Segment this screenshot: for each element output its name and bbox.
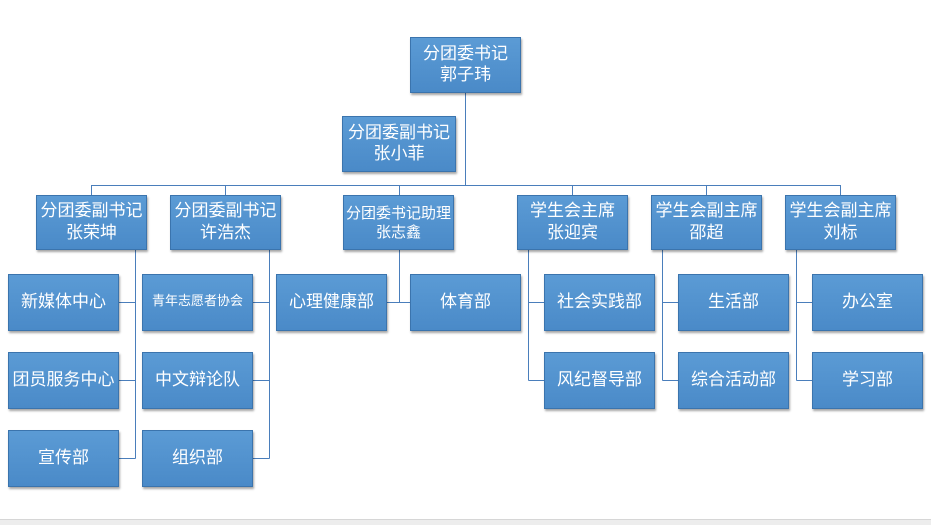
department-label: 中文辩论队 <box>155 369 240 390</box>
department-box: 新媒体中心 <box>8 274 119 331</box>
column-head-title: 分团委副书记 <box>40 201 143 222</box>
column-head-box: 学生会主席 张迎宾 <box>517 195 628 250</box>
department-label: 体育部 <box>440 291 491 312</box>
department-label: 社会实践部 <box>557 291 642 312</box>
column-head-title: 分团委书记助理 <box>345 203 451 222</box>
department-label: 新媒体中心 <box>21 291 106 312</box>
department-label: 学习部 <box>842 369 893 390</box>
column-head-name: 刘标 <box>823 222 858 243</box>
department-box: 综合活动部 <box>678 352 789 409</box>
column-head-title: 学生会副主席 <box>655 201 758 222</box>
column-head-box: 学生会副主席 邵超 <box>651 195 762 250</box>
deputy-main-title: 分团委副书记 <box>348 122 450 143</box>
department-box: 生活部 <box>678 274 789 331</box>
column-head-box: 分团委副书记 许浩杰 <box>170 195 281 250</box>
deputy-main-box: 分团委副书记 张小菲 <box>342 116 456 172</box>
department-box: 心理健康部 <box>276 274 387 331</box>
department-label: 团员服务中心 <box>12 369 115 390</box>
column-head-title: 学生会主席 <box>530 201 615 222</box>
secretary-name: 郭子玮 <box>440 65 491 85</box>
column-head-name: 张迎宾 <box>547 222 598 243</box>
department-label: 青年志愿者协会 <box>151 294 243 310</box>
department-box: 办公室 <box>812 274 923 331</box>
column-head-title: 分团委副书记 <box>174 201 277 222</box>
column-head-name: 邵超 <box>689 222 724 243</box>
department-label: 综合活动部 <box>691 369 776 390</box>
department-label: 宣传部 <box>38 447 89 468</box>
column-head-box: 学生会副主席 刘标 <box>785 195 896 250</box>
department-box: 学习部 <box>812 352 923 409</box>
column-head-box: 分团委副书记 张荣坤 <box>36 195 147 250</box>
bottom-edge <box>0 519 931 525</box>
department-label: 生活部 <box>708 291 759 312</box>
secretary-title: 分团委书记 <box>423 43 508 64</box>
department-label: 办公室 <box>842 291 893 312</box>
column-head-name: 许浩杰 <box>200 222 251 243</box>
department-box: 青年志愿者协会 <box>142 274 253 331</box>
department-label: 心理健康部 <box>289 291 374 312</box>
department-box: 团员服务中心 <box>8 352 119 409</box>
column-head-box: 分团委书记助理 张志鑫 <box>343 195 454 250</box>
department-label: 组织部 <box>172 447 223 468</box>
department-label: 风纪督导部 <box>557 369 642 390</box>
column-head-name: 张荣坤 <box>66 222 117 243</box>
department-box: 社会实践部 <box>544 274 655 331</box>
column-head-name: 张志鑫 <box>375 222 421 241</box>
department-box: 宣传部 <box>8 430 119 487</box>
department-box: 风纪督导部 <box>544 352 655 409</box>
column-head-title: 学生会副主席 <box>789 201 892 222</box>
secretary-box: 分团委书记 郭子玮 <box>410 37 521 93</box>
department-box: 组织部 <box>142 430 253 487</box>
department-box: 体育部 <box>410 274 521 331</box>
department-box: 中文辩论队 <box>142 352 253 409</box>
deputy-main-name: 张小菲 <box>373 144 425 164</box>
